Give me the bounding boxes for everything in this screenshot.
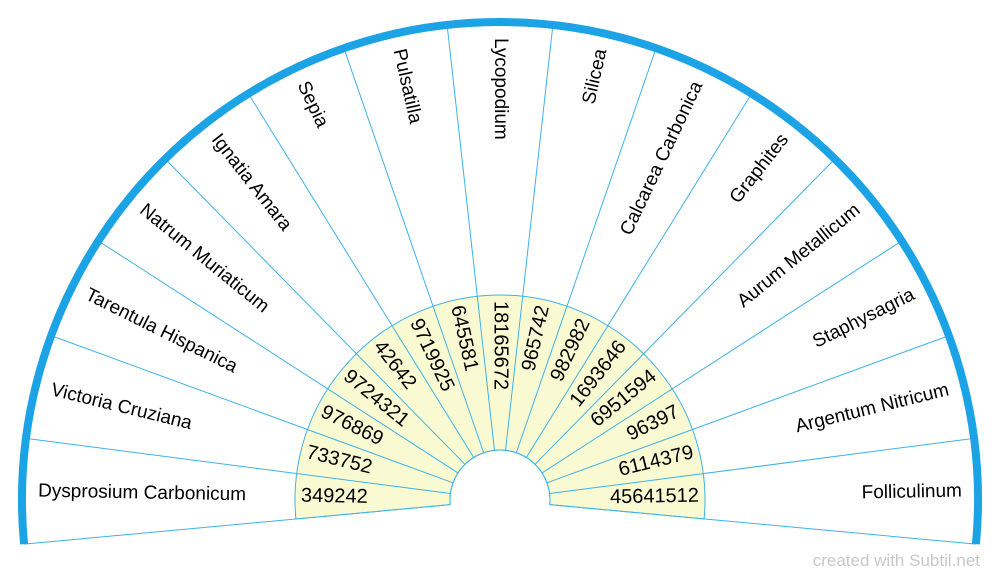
sector-value: 45641512 [610, 485, 699, 509]
sector-divider [164, 158, 466, 465]
outer-arc [18, 17, 982, 545]
sector-divider [549, 504, 977, 545]
sector-divider [546, 335, 950, 484]
sector-label: Natrum Muriaticum [136, 200, 274, 318]
sector-label: Sepia [293, 78, 333, 131]
sector-value: 349242 [301, 485, 368, 508]
sector-divider [515, 48, 657, 453]
sector-divider [446, 24, 495, 451]
sector-value: 18165672 [490, 301, 512, 390]
inner-arc [449, 449, 551, 505]
sector-label: Pulsatilla [389, 47, 426, 126]
sector-label: Folliculinum [861, 481, 962, 504]
sector-divider [98, 240, 459, 474]
sector-label: Victoria Cruziana [49, 379, 195, 434]
sector-label: Lycopodium [490, 38, 511, 140]
sector-label: Ignatia Amara [207, 130, 296, 236]
sector-divider [50, 335, 454, 484]
sector-divider [505, 24, 554, 451]
sector-label: Staphysagria [809, 284, 918, 352]
sector-divider [534, 158, 836, 465]
sector-divider [541, 240, 902, 474]
sector-divider [23, 504, 451, 545]
sector-label: Dysprosium Carbonicum [38, 481, 246, 506]
sector-label: Aurum Metallicum [733, 200, 864, 312]
sector-divider [25, 437, 451, 495]
sector-label: Tarentula Hispanica [82, 284, 241, 377]
sector-label: Graphites [726, 130, 793, 208]
sector-divider [343, 48, 485, 453]
sector-divider [549, 437, 975, 495]
credit-watermark: created with Subtil.net [812, 551, 980, 570]
sector-label: Calcarea Carbonica [616, 78, 707, 239]
sector-divider [247, 93, 475, 458]
sector-divider [525, 93, 753, 458]
sector-label: Silicea [579, 46, 612, 106]
sector-label: Argentum Nitricum [793, 379, 951, 437]
